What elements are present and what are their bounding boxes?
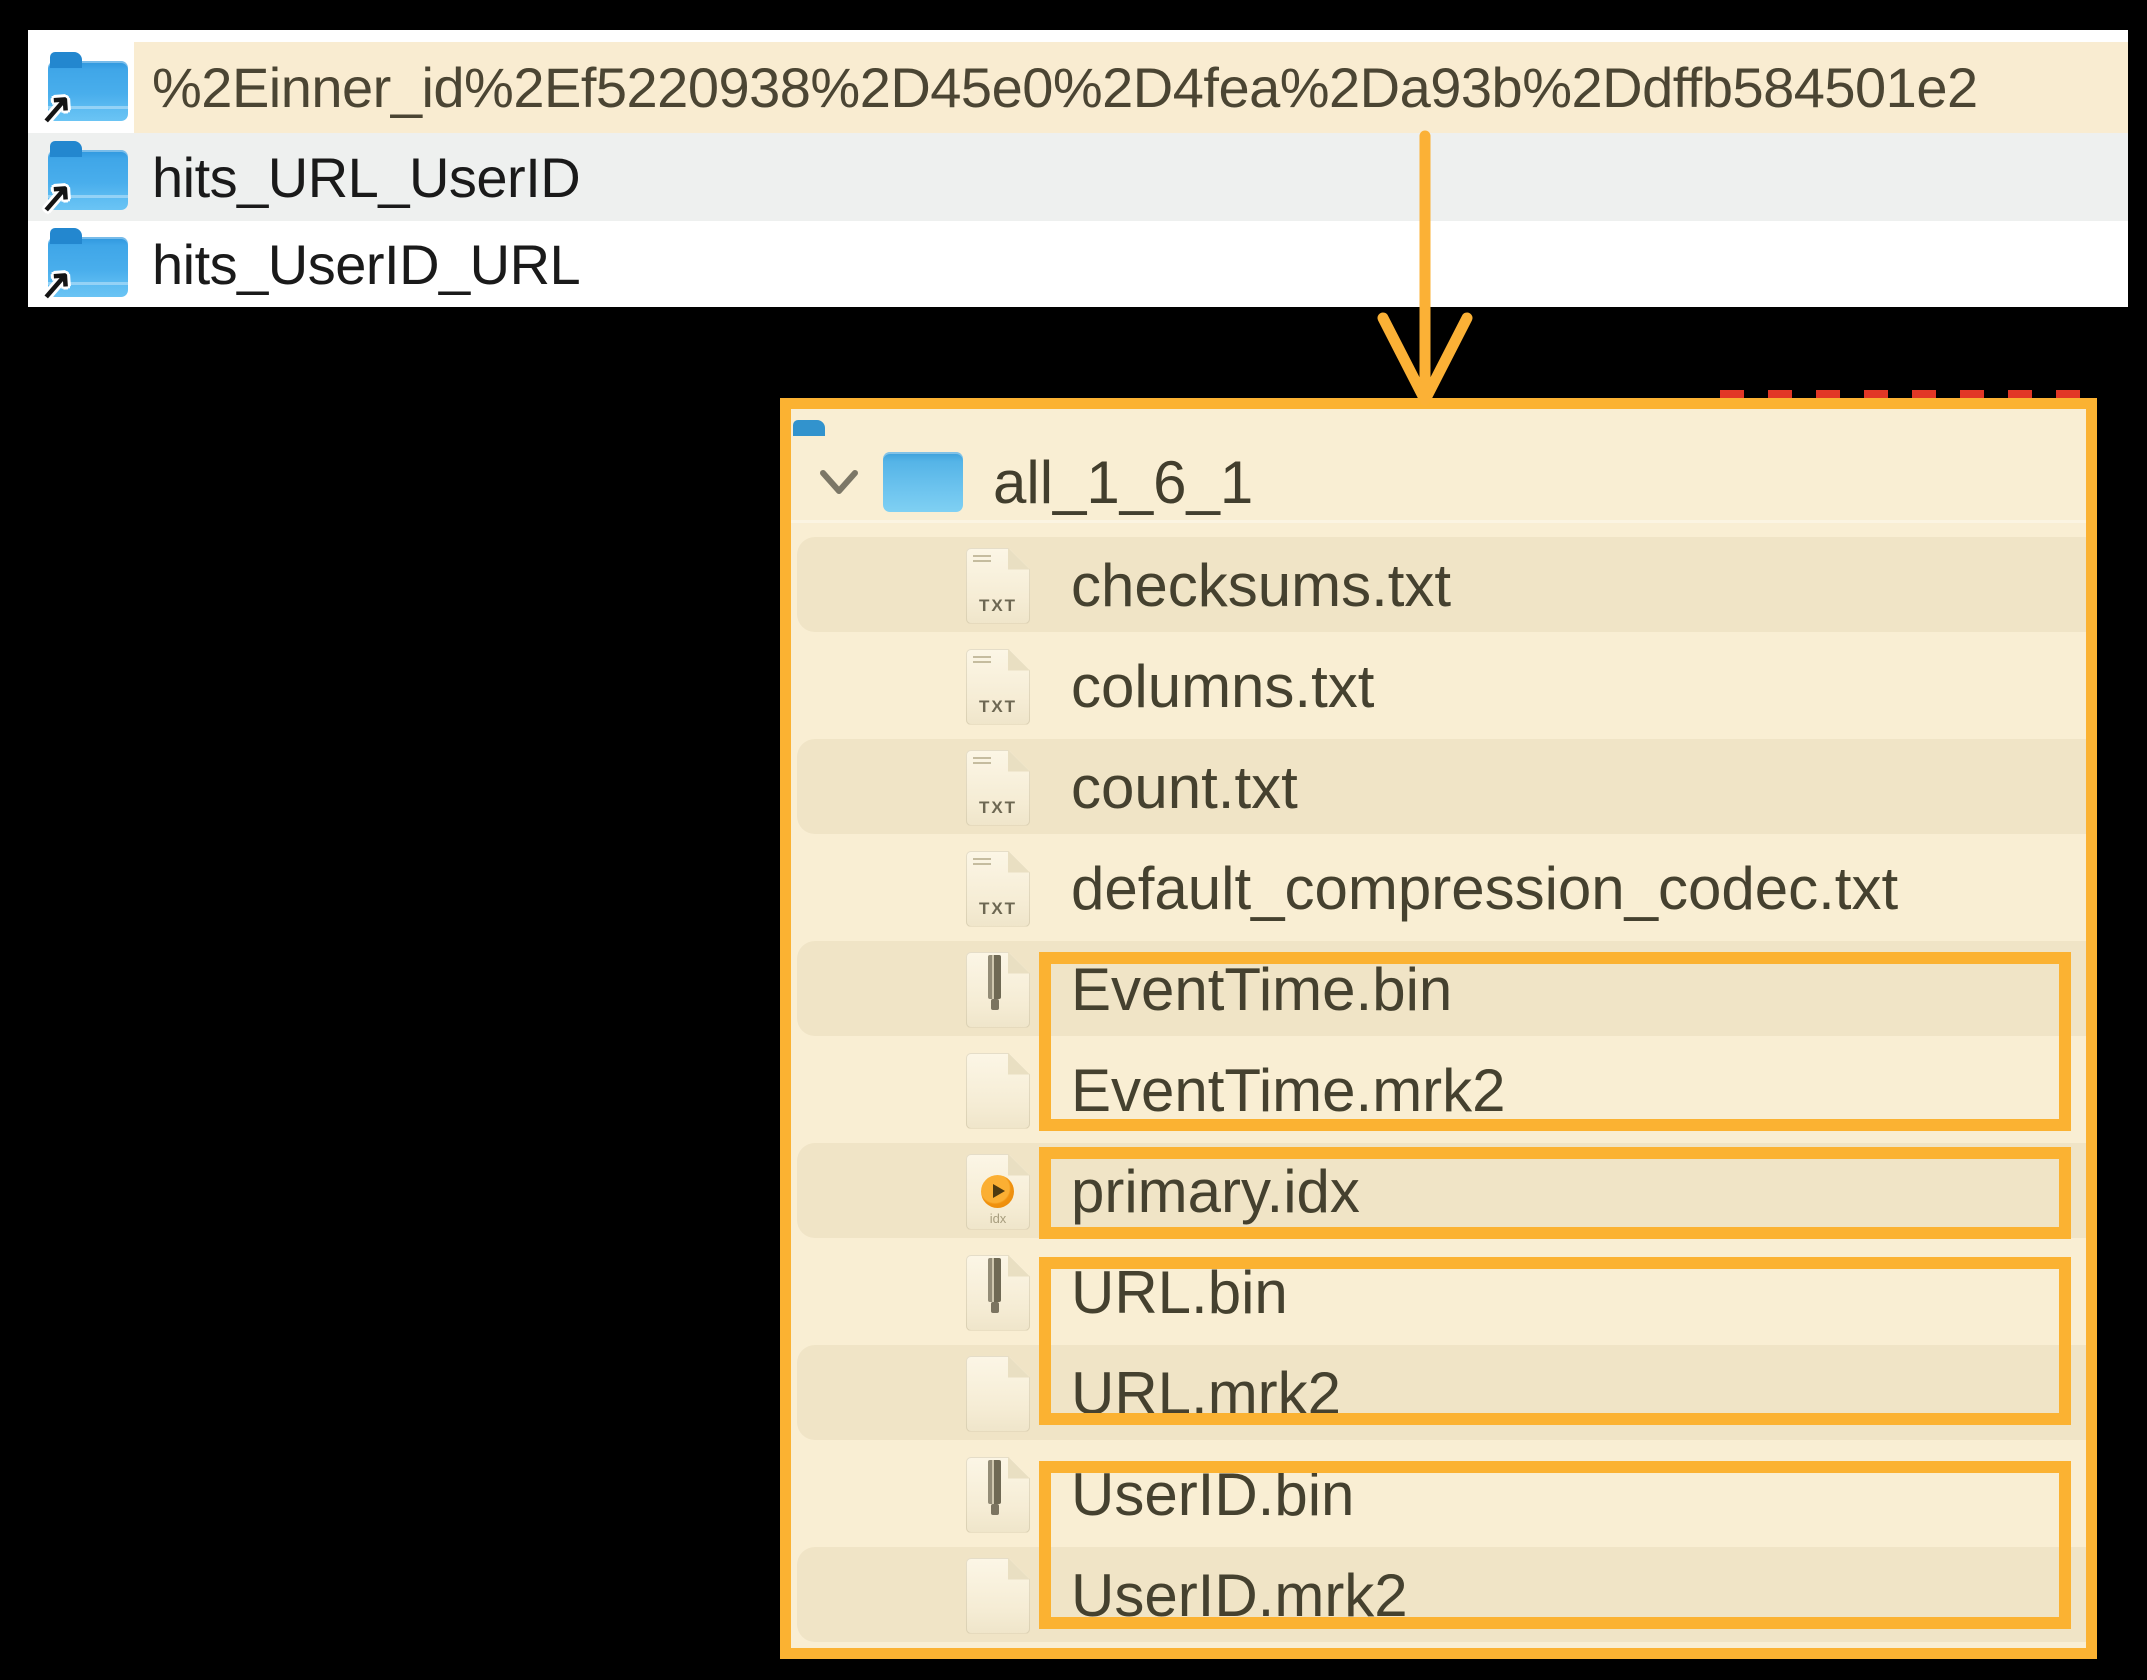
folder-row-hits-url-userid[interactable]: ↗ hits_URL_UserID xyxy=(28,133,2128,221)
idx-disc-glyph xyxy=(981,1174,1014,1208)
folder-icon xyxy=(883,452,963,512)
part-directory-panel: all_1_6_1 TXT checksums.txt TXT columns.… xyxy=(780,398,2097,1659)
tree-row-file[interactable]: TXT default_compression_codec.txt xyxy=(791,838,2086,939)
txt-extension-label: TXT xyxy=(978,696,1018,716)
folder-name: hits_UserID_URL xyxy=(152,232,581,296)
mrk2-file-icon xyxy=(966,1052,1030,1129)
tree-row-file[interactable]: EventTime.mrk2 xyxy=(791,1040,2086,1141)
txt-file-icon: TXT xyxy=(966,648,1030,725)
annotation-box-primary-idx xyxy=(1039,1147,2071,1239)
txt-extension-label: TXT xyxy=(978,595,1018,615)
file-name: EventTime.mrk2 xyxy=(1071,1057,1506,1124)
bin-file-icon xyxy=(966,951,1030,1028)
bin-file-icon xyxy=(966,1456,1030,1533)
tree-row-file[interactable]: TXT checksums.txt xyxy=(791,535,2086,636)
folder-icon: ↗ xyxy=(38,228,128,308)
txt-file-icon: TXT xyxy=(966,749,1030,826)
mrk2-file-icon xyxy=(966,1355,1030,1432)
txt-file-icon: TXT xyxy=(966,547,1030,624)
tree-row-file[interactable]: EventTime.bin xyxy=(791,939,2086,1040)
file-name: default_compression_codec.txt xyxy=(1071,855,1899,922)
down-arrow-annotation xyxy=(1377,130,1473,406)
finder-folders-panel: ↗ %2Einner_id%2Ef5220938%2D45e0%2D4fea%2… xyxy=(28,30,2128,308)
alias-arrow-badge: ↗ xyxy=(37,261,75,309)
tree-row-file[interactable]: TXT columns.txt xyxy=(791,636,2086,737)
folder-icon: ↗ xyxy=(38,51,128,132)
file-name: primary.idx xyxy=(1071,1158,1360,1225)
annotation-box-userid-files xyxy=(1039,1461,2071,1629)
file-name: columns.txt xyxy=(1071,653,1375,720)
zipper-glyph xyxy=(988,954,1001,1010)
alias-arrow-badge: ↗ xyxy=(37,85,75,132)
file-name: count.txt xyxy=(1071,754,1298,821)
folder-row-inner-id[interactable]: ↗ %2Einner_id%2Ef5220938%2D45e0%2D4fea%2… xyxy=(28,42,2128,133)
file-name: checksums.txt xyxy=(1071,552,1452,619)
tree-row-file[interactable]: URL.bin xyxy=(791,1242,2086,1343)
bin-file-icon xyxy=(966,1254,1030,1331)
zipper-glyph xyxy=(988,1257,1001,1313)
chevron-down-icon[interactable] xyxy=(817,467,861,497)
txt-extension-label: TXT xyxy=(978,898,1018,918)
folder-icon: ↗ xyxy=(38,141,128,221)
selection-highlight xyxy=(134,42,2128,133)
tree-row-part-folder[interactable]: all_1_6_1 xyxy=(791,429,2086,535)
tree-row-file[interactable]: TXT count.txt xyxy=(791,737,2086,838)
part-folder-name: all_1_6_1 xyxy=(993,448,1254,516)
annotation-box-eventtime-files xyxy=(1039,952,2071,1131)
folder-row-hits-userid-url[interactable]: ↗ hits_UserID_URL xyxy=(28,221,2128,308)
txt-file-icon: TXT xyxy=(966,850,1030,927)
annotation-box-url-files xyxy=(1039,1257,2071,1425)
idx-extension-label: idx xyxy=(989,1210,1007,1226)
alias-arrow-badge: ↗ xyxy=(37,174,75,222)
txt-extension-label: TXT xyxy=(978,797,1018,817)
folder-name: hits_URL_UserID xyxy=(152,145,581,209)
folder-name: %2Einner_id%2Ef5220938%2D45e0%2D4fea%2Da… xyxy=(152,56,1978,119)
idx-file-icon: idx xyxy=(966,1153,1030,1230)
file-name: URL.bin xyxy=(1071,1259,1288,1326)
part-directory-list: all_1_6_1 TXT checksums.txt TXT columns.… xyxy=(791,409,2086,1648)
zipper-glyph xyxy=(988,1459,1001,1515)
mrk2-file-icon xyxy=(966,1557,1030,1634)
file-name: EventTime.bin xyxy=(1071,956,1453,1023)
